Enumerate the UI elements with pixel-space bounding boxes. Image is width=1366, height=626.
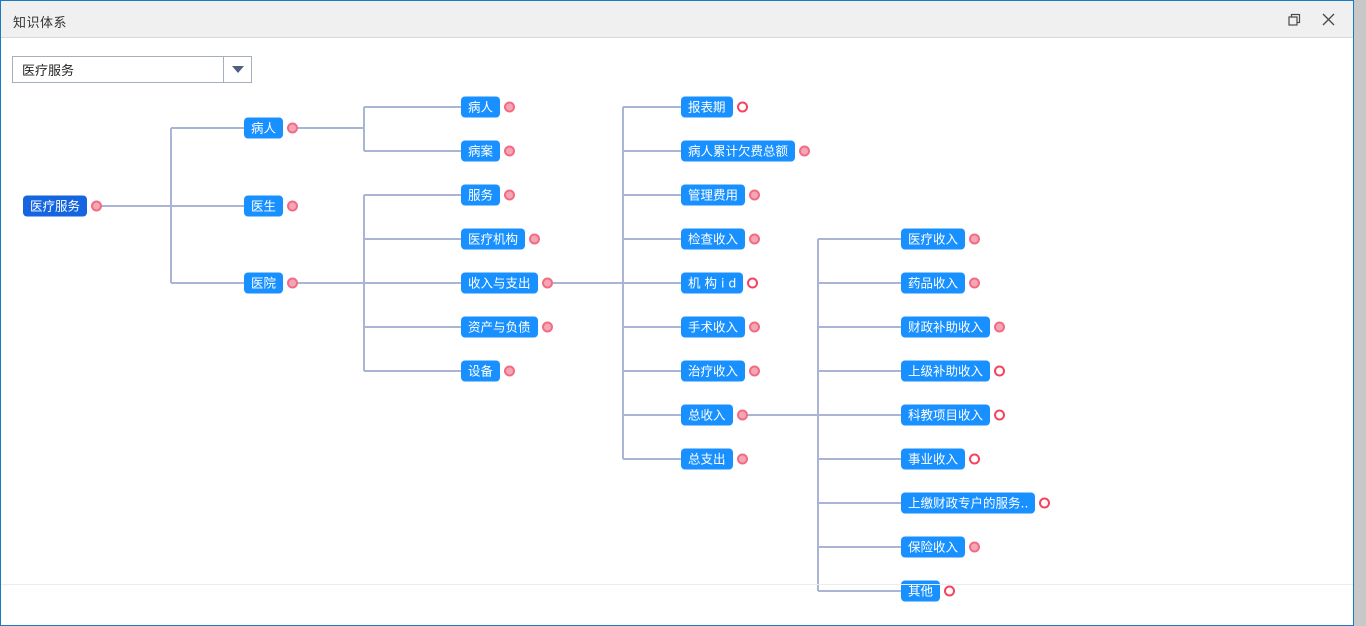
tree-node[interactable]: 医疗服务 [23, 195, 88, 217]
tree-node-toggle-dot[interactable] [994, 365, 1005, 377]
chevron-down-icon[interactable] [223, 57, 251, 82]
tree-node[interactable]: 医生 [244, 195, 284, 217]
tree-node[interactable]: 上缴财政专户的服务.. [901, 492, 1036, 514]
tree-node-toggle-dot[interactable] [542, 277, 553, 289]
tree-node[interactable]: 报表期 [681, 96, 733, 118]
tree-node-toggle-dot[interactable] [799, 145, 810, 157]
tree-node[interactable]: 总支出 [681, 448, 733, 470]
tree-node-toggle-dot[interactable] [504, 145, 515, 157]
close-icon [1315, 12, 1341, 27]
tree-connectors [102, 106, 901, 592]
tree-node[interactable]: 管理费用 [681, 184, 746, 206]
window-right-gutter [1354, 0, 1366, 626]
tree-node[interactable]: 机 构 i d [681, 272, 744, 294]
tree-node[interactable]: 手术收入 [681, 316, 746, 338]
tree-node-toggle-dot[interactable] [542, 321, 553, 333]
tree-node[interactable]: 财政补助收入 [901, 316, 991, 338]
tree-node-toggle-dot[interactable] [944, 585, 955, 597]
toolbar: 医疗服务 [1, 38, 1353, 86]
tree-node[interactable]: 资产与负债 [461, 316, 538, 338]
tree-node-toggle-dot[interactable] [969, 453, 980, 465]
tree-node[interactable]: 病案 [461, 140, 501, 162]
tree-node[interactable]: 药品收入 [901, 272, 966, 294]
tree-node-toggle-dot[interactable] [737, 453, 748, 465]
knowledge-base-select-value: 医疗服务 [22, 64, 75, 79]
tree-node-toggle-dot[interactable] [747, 277, 758, 289]
tree-node-toggle-dot[interactable] [504, 365, 515, 377]
tree-node[interactable]: 设备 [461, 360, 501, 382]
title-bar: 知识体系 [1, 1, 1353, 38]
tree-node-toggle-dot[interactable] [287, 122, 298, 134]
footer-divider [1, 584, 1353, 585]
tree-node[interactable]: 收入与支出 [461, 272, 538, 294]
tree-node[interactable]: 治疗收入 [681, 360, 746, 382]
tree-node[interactable]: 科教项目收入 [901, 404, 991, 426]
tree-node-toggle-dot[interactable] [749, 365, 760, 377]
tree-node[interactable]: 病人累计欠费总额 [681, 140, 796, 162]
tree-node[interactable]: 病人 [244, 117, 284, 139]
tree-node-toggle-dot[interactable] [994, 409, 1005, 421]
tree-node-toggle-dot[interactable] [1039, 497, 1050, 509]
tree-node-toggle-dot[interactable] [969, 233, 980, 245]
tree-node-toggle-dot[interactable] [504, 101, 515, 113]
tree-node-toggle-dot[interactable] [529, 233, 540, 245]
tree-node-toggle-dot[interactable] [969, 541, 980, 553]
tree-node[interactable]: 医疗收入 [901, 228, 966, 250]
tree-node[interactable]: 保险收入 [901, 536, 966, 558]
tree-node[interactable]: 医院 [244, 272, 284, 294]
tree-node[interactable]: 其他 [901, 580, 941, 602]
tree-node-toggle-dot[interactable] [994, 321, 1005, 333]
tree-node-toggle-dot[interactable] [287, 277, 298, 289]
tree-node-toggle-dot[interactable] [91, 200, 102, 212]
tree-node[interactable]: 病人 [461, 96, 501, 118]
tree-node-toggle-dot[interactable] [969, 277, 980, 289]
tree-canvas[interactable]: 医疗服务 病人医生医院 病人病案服务医疗机构收入与支出资产与负债设备 报表期病人累计欠… [1, 86, 1353, 625]
tree-node[interactable]: 总收入 [681, 404, 733, 426]
tree-node-toggle-dot[interactable] [737, 409, 748, 421]
close-button[interactable] [1315, 7, 1341, 33]
restore-icon [1281, 12, 1307, 27]
restore-button[interactable] [1281, 7, 1307, 33]
tree-node-toggle-dot[interactable] [749, 189, 760, 201]
tree-node-toggle-dot[interactable] [504, 189, 515, 201]
tree-node-toggle-dot[interactable] [737, 101, 748, 113]
tree-node-toggle-dot[interactable] [287, 200, 298, 212]
knowledge-base-select[interactable]: 医疗服务 [12, 56, 252, 83]
tree-node-toggle-dot[interactable] [749, 321, 760, 333]
tree-node[interactable]: 医疗机构 [461, 228, 526, 250]
tree-node[interactable]: 事业收入 [901, 448, 966, 470]
tree-node[interactable]: 服务 [461, 184, 501, 206]
tree-node[interactable]: 检查收入 [681, 228, 746, 250]
page-title: 知识体系 [13, 16, 68, 31]
tree-node[interactable]: 上级补助收入 [901, 360, 991, 382]
tree-node-toggle-dot[interactable] [749, 233, 760, 245]
